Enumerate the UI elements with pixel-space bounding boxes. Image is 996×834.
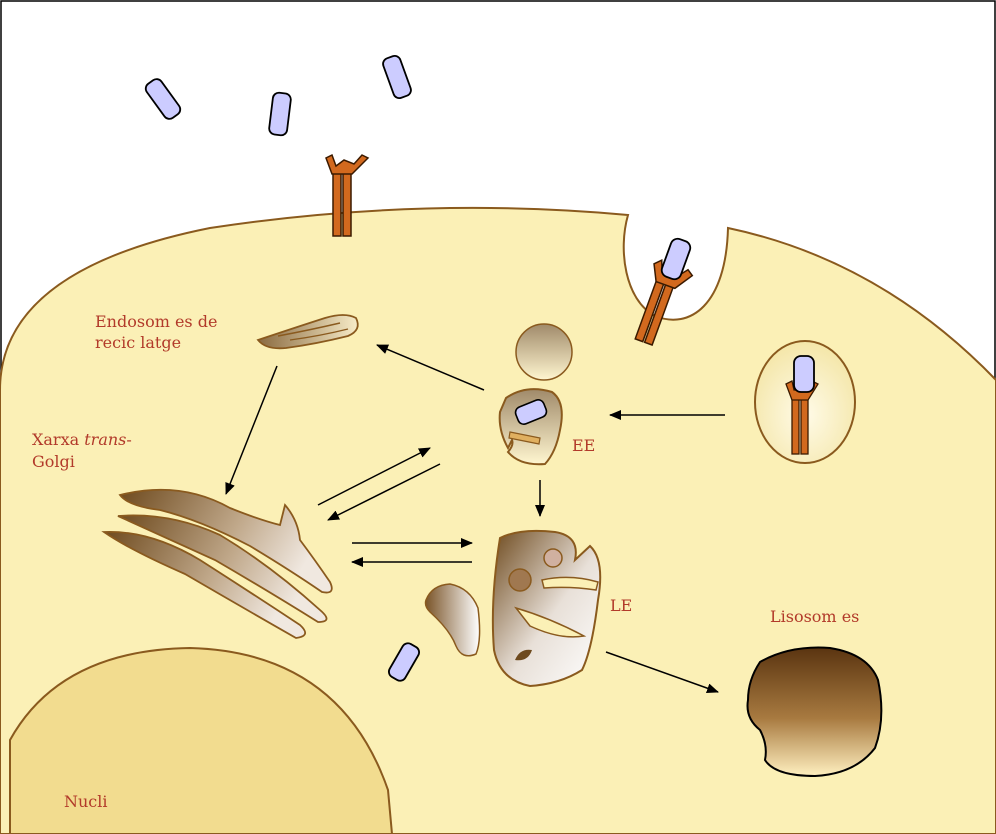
- label-recycling-endosomes-1: Endosom es de: [95, 312, 217, 332]
- label-early-endosome: EE: [572, 436, 595, 456]
- lysosome: [748, 648, 882, 776]
- label-nucleus: Nucli: [64, 792, 108, 812]
- label-recycling-endosomes-2: recic latge: [95, 333, 181, 353]
- label-trans-golgi-italic: trans: [84, 430, 126, 449]
- endocytic-vesicle: [755, 341, 855, 463]
- ligand: [269, 92, 292, 136]
- label-lysosomes: Lisosom es: [770, 607, 859, 627]
- early-endosome: [500, 389, 562, 464]
- label-trans-golgi-2: Golgi: [32, 452, 75, 472]
- label-trans-golgi-1c: -: [126, 430, 131, 449]
- transport-vesicle: [516, 324, 572, 380]
- label-trans-golgi-1: Xarxa trans-: [32, 430, 132, 450]
- label-trans-golgi-1a: Xarxa: [32, 430, 84, 449]
- late-endosome: [493, 531, 600, 686]
- label-late-endosome: LE: [610, 596, 632, 616]
